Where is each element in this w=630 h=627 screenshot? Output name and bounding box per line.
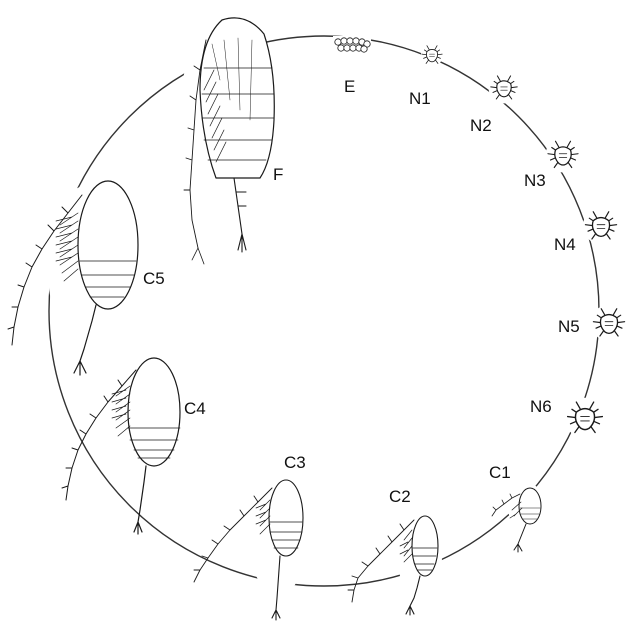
label-f: F: [273, 165, 283, 184]
nauplius-n1: [421, 44, 443, 66]
label-n2: N2: [470, 116, 492, 135]
label-e: E: [344, 77, 355, 96]
copepodite-c1: [492, 482, 544, 552]
copepodite-c2: [348, 508, 442, 615]
label-n4: N4: [554, 235, 576, 254]
egg-cluster: [333, 36, 371, 54]
nauplius-n3: [546, 138, 581, 173]
copepodite-c5: [8, 181, 138, 375]
label-c3: C3: [284, 453, 306, 472]
copepodite-c3: [194, 468, 308, 620]
nauplius-n6: [565, 398, 606, 439]
copepodite-c4: [62, 356, 180, 534]
adult-copepod-f: [178, 10, 282, 264]
label-n1: N1: [409, 89, 431, 108]
label-n3: N3: [524, 171, 546, 190]
label-n5: N5: [558, 317, 580, 336]
nauplius-n5: [591, 305, 627, 341]
label-c5: C5: [143, 269, 165, 288]
label-c1: C1: [489, 463, 511, 482]
label-c4: C4: [184, 399, 206, 418]
nauplius-n2: [489, 73, 520, 104]
nauplius-n4: [583, 208, 619, 244]
label-n6: N6: [530, 397, 552, 416]
label-c2: C2: [389, 487, 411, 506]
